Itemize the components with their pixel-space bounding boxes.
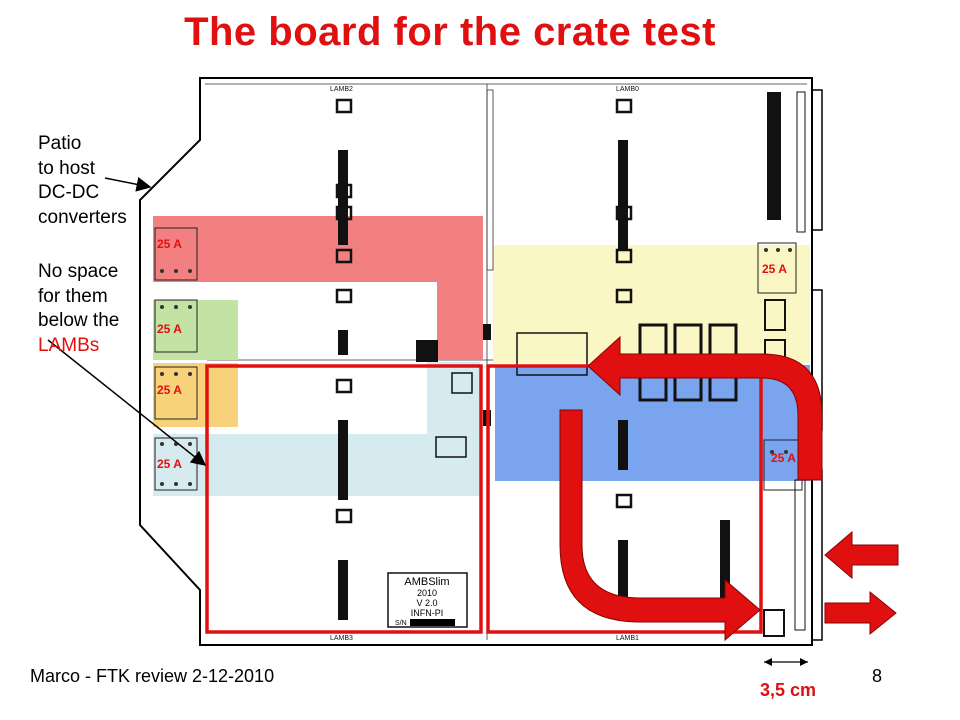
patio-note-line: converters	[38, 206, 127, 228]
patio-note-line: DC-DC	[38, 182, 100, 203]
chip-label-box	[387, 572, 468, 628]
current-label: 25 A	[157, 237, 182, 251]
chip-title: AMBSlim	[404, 576, 449, 588]
space-note-line: No space	[38, 261, 119, 282]
chip-sn: S/N	[395, 620, 407, 627]
page-title: The board for the crate test	[184, 10, 716, 54]
zone-blue	[495, 365, 810, 481]
zone-red	[153, 216, 483, 360]
space-note-lambs: LAMBs	[38, 334, 100, 356]
zone-orange	[153, 363, 238, 427]
label-lamb2: LAMB2	[330, 86, 353, 93]
patio-note-line: Patio	[38, 133, 82, 154]
current-label: 25 A	[762, 262, 787, 276]
patio-pointer	[104, 176, 152, 192]
current-label: 25 A	[157, 457, 182, 471]
zone-yellow	[493, 245, 810, 363]
current-label: 25 A	[157, 322, 182, 336]
chip-org: INFN-PI	[411, 608, 444, 618]
current-label: 25 A	[771, 451, 796, 465]
chip-version: V 2.0	[416, 598, 437, 608]
airflow-arrow-up	[587, 335, 823, 481]
space-note-line: below the	[38, 310, 120, 331]
page-number: 8	[872, 666, 883, 686]
patio-note: Patio to host DC-DC converters	[38, 132, 127, 230]
space-note-line: for them	[38, 285, 108, 307]
space-note: No space for them below the LAMBs	[38, 260, 119, 358]
label-lamb0: LAMB0	[616, 86, 639, 93]
dimension-label: 3,5 cm	[760, 680, 817, 700]
zone-green	[153, 300, 238, 360]
space-pointer	[47, 339, 207, 466]
airflow-arrow-down	[559, 409, 761, 642]
patio-note-line: to host	[38, 157, 96, 179]
chip-year: 2010	[417, 588, 437, 598]
label-lamb1: LAMB1	[616, 635, 639, 642]
current-label: 25 A	[157, 383, 182, 397]
label-lamb3: LAMB3	[330, 635, 353, 642]
zone-lightblue	[153, 434, 480, 496]
lamb-outline-left	[205, 364, 483, 634]
inflow-arrow-icon	[824, 530, 899, 580]
footer-text: Marco - FTK review 2-12-2010	[30, 666, 275, 686]
outflow-arrow-icon	[824, 590, 897, 636]
